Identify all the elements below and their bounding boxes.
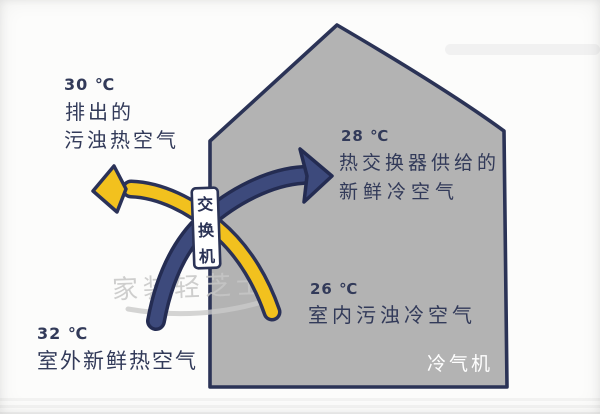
watermark-underline	[125, 299, 265, 317]
outdoor-label-line1: 室外新鲜热空气	[37, 349, 198, 373]
exhaust-label-line2: 污浊热空气	[64, 128, 179, 152]
supply-label-line1: 热交换器供给的	[339, 152, 501, 174]
exhaust-arrowhead	[91, 164, 128, 214]
watermark: 家装轻芝士	[112, 270, 268, 305]
cooler-label: 冷气机	[427, 353, 494, 375]
supply-temp-label: 28 ℃	[341, 127, 390, 145]
exhaust-label-line1: 排出的	[65, 100, 134, 124]
exchanger-char-2: 换	[197, 220, 215, 241]
house-shape	[208, 23, 509, 389]
exhaust-temp-label: 30 ℃	[64, 75, 116, 94]
exchanger-char-3: 机	[198, 246, 216, 267]
supply-label-line2: 新鲜冷空气	[339, 181, 460, 203]
scan-streak-top	[445, 44, 600, 55]
scan-streaks-bottom	[0, 398, 600, 414]
indoor-label-line1: 室内污浊冷空气	[308, 303, 476, 327]
supply-arrowhead	[298, 147, 334, 204]
exchanger-label: 交 换 机	[192, 190, 221, 269]
outdoor-temp-label: 32 ℃	[37, 324, 89, 343]
exchanger-char-1: 交	[196, 194, 214, 215]
exchanger-box	[190, 186, 222, 270]
indoor-temp-label: 26 ℃	[310, 280, 359, 298]
